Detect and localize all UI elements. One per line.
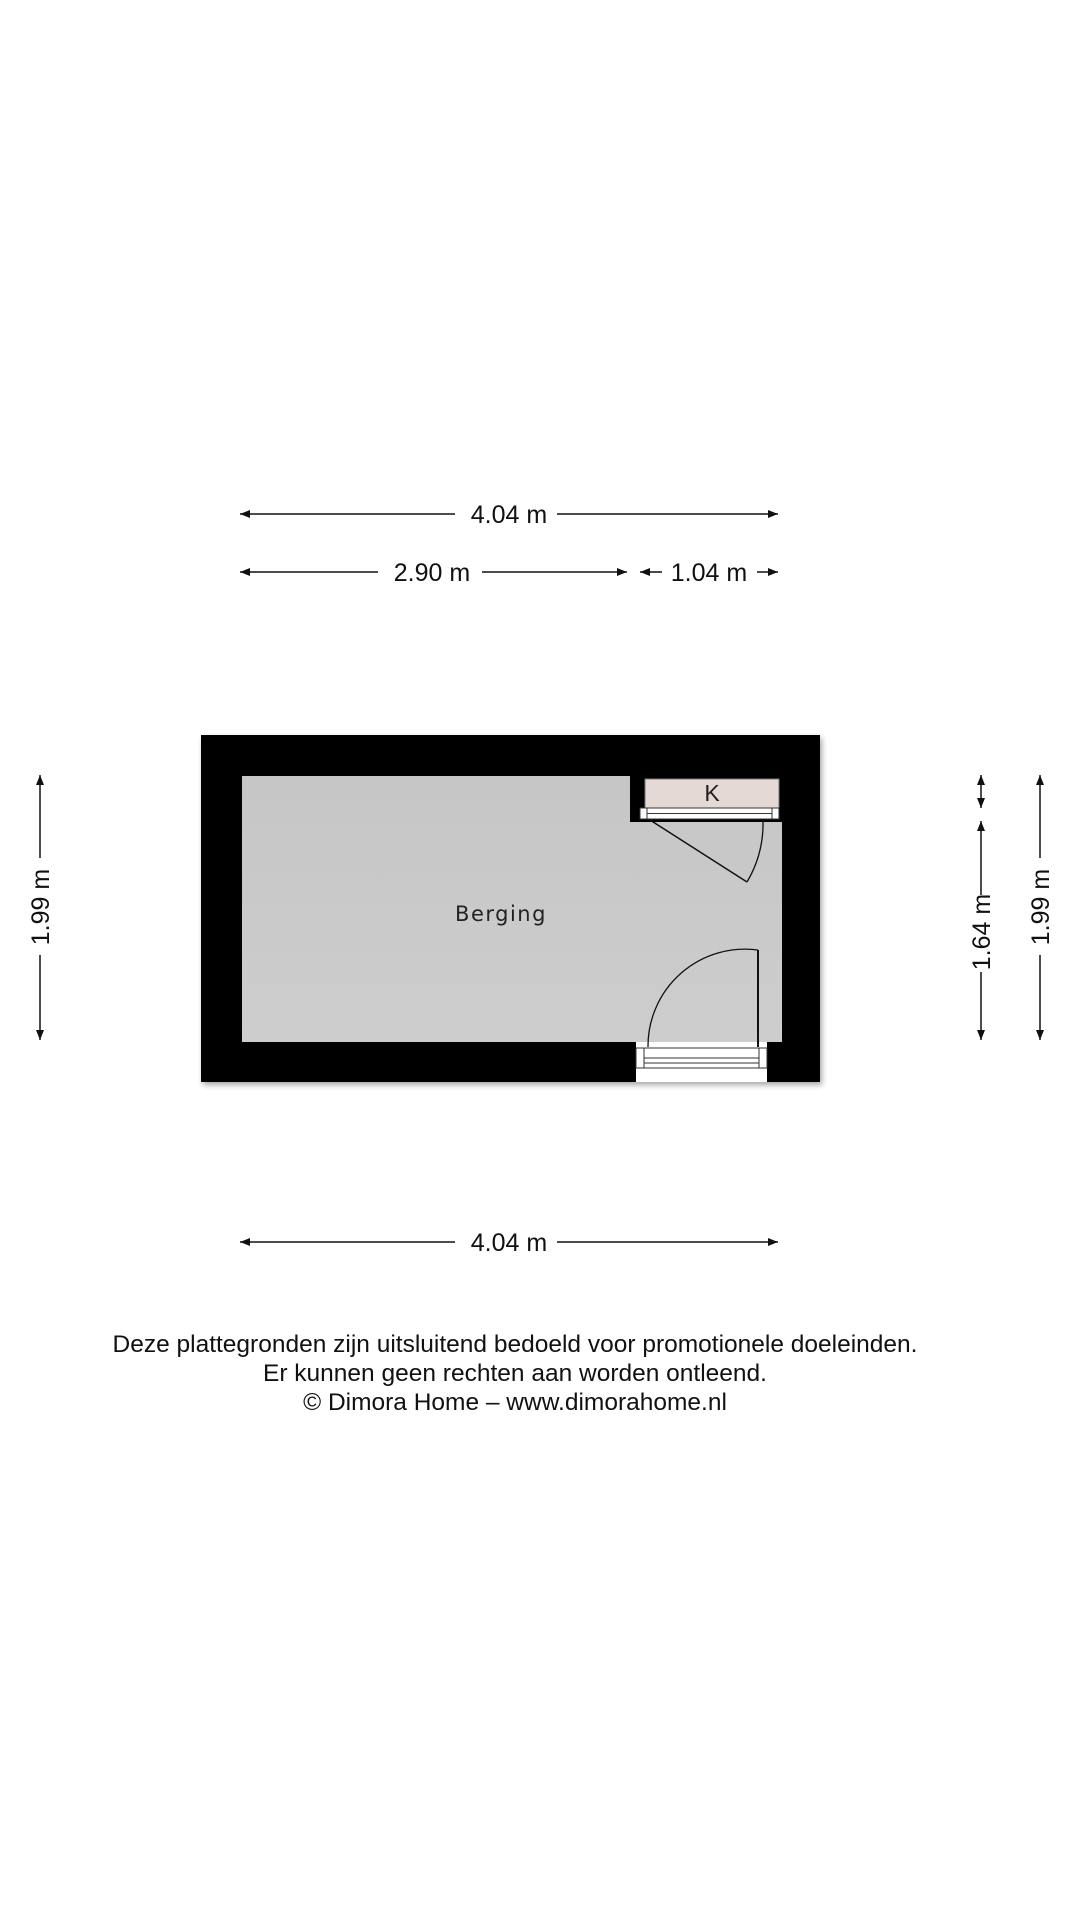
dimension-top-left: 2.90 m (240, 559, 627, 587)
copyright-line: © Dimora Home – www.dimorahome.nl (303, 1389, 727, 1416)
disclaimer-line: Er kunnen geen rechten aan worden ontlee… (263, 1360, 767, 1387)
dimension-right-inner: 1.64 m (968, 821, 996, 1040)
dimension-bottom-total: 4.04 m (240, 1229, 778, 1257)
disclaimer-text: Deze plattegronden zijn uitsluitend bedo… (0, 1330, 1030, 1417)
dimension-left-height: 1.99 m (27, 775, 55, 1040)
closet-door-swing (649, 819, 764, 883)
dimension-label: 1.04 m (671, 559, 747, 587)
dimension-label: 1.99 m (27, 869, 55, 945)
closet-door-threshold (639, 807, 780, 820)
dimension-top-total: 4.04 m (240, 501, 778, 529)
entrance-door-swing (647, 948, 759, 1048)
dimension-label: 2.90 m (394, 559, 470, 587)
dimension-label: 4.04 m (471, 1229, 547, 1257)
dimension-label: 1.99 m (1027, 869, 1055, 945)
entrance-door-threshold (635, 1042, 768, 1082)
dimension-right-total: 1.99 m (1027, 775, 1055, 1040)
dimension-label: 4.04 m (471, 501, 547, 529)
closet-label: K (704, 780, 720, 806)
dimension-label: 1.64 m (968, 894, 996, 970)
disclaimer-line: Deze plattegronden zijn uitsluitend bedo… (112, 1331, 918, 1358)
room-label-berging: Berging (455, 902, 547, 926)
dimension-top-right: 1.04 m (640, 559, 778, 587)
